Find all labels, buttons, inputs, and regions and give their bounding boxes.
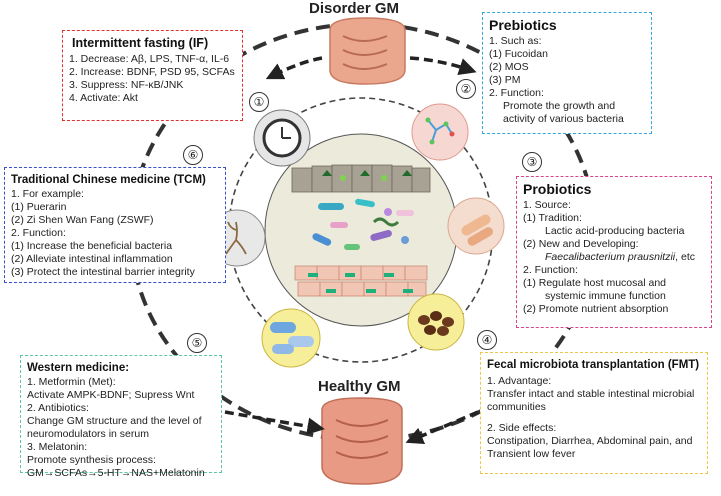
fmt-icon [407, 293, 465, 351]
step-number-2: ② [456, 79, 476, 99]
arrow-disorder-to-prebiotics [409, 56, 477, 75]
probiotics-title: Probiotics [523, 181, 592, 197]
clock-icon [253, 109, 311, 167]
step-number-4: ④ [477, 330, 497, 350]
probiotics-line: (2) Promote nutrient absorption [523, 303, 669, 315]
prebiotics-line: (2) MOS [489, 61, 529, 73]
fmt-line: communities [487, 401, 546, 413]
if-line: 1. Decrease: Aβ, LPS, TNF-α, IL-6 [69, 53, 230, 65]
central-gut-illustration [264, 133, 458, 327]
disorder-gm-title: Disorder GM [309, 0, 400, 17]
bacteria-rod [370, 230, 392, 241]
probiotics-line: 2. Function: [523, 264, 578, 276]
prebiotics-function-line: activity of various bacteria [503, 113, 624, 125]
tcm-line: (2) Alleviate intestinal inflammation [11, 253, 173, 265]
probiotics-line: Faecalibacterium prausnitzii, etc [523, 251, 705, 264]
western-line: 3. Melatonin: [27, 441, 88, 453]
western-line: 1. Metformin (Met): [27, 376, 116, 388]
bacteria-coccus [384, 208, 392, 216]
healthy-gm-title: Healthy GM [318, 378, 401, 395]
if-line: 4. Activate: Akt [69, 92, 138, 104]
step-number-5: ⑤ [187, 333, 207, 353]
step-number-6: ⑥ [183, 145, 203, 165]
tcm-line: (1) Puerarin [11, 201, 67, 213]
bacteria-rod [355, 198, 375, 208]
bacteria-rod [344, 244, 360, 250]
arrow-disorder-to-if [265, 56, 323, 80]
prebiotics-box: Prebiotics 1. Such as: (1) Fucoidan (2) … [482, 12, 652, 134]
if-title: Intermittent fasting (IF) [72, 36, 209, 50]
fmt-title: Fecal microbiota transplantation (FMT) [487, 359, 700, 371]
western-line: Promote synthesis process: [27, 454, 156, 466]
probiotics-box: Probiotics 1. Source: (1) Tradition: Lac… [516, 176, 712, 328]
probiotics-line: (1) Tradition: [523, 212, 582, 224]
tcm-title: Traditional Chinese medicine (TCM) [11, 174, 206, 186]
western-medicine-box: Western medicine: 1. Metformin (Met): Ac… [20, 355, 222, 479]
bacteria-rod [330, 222, 348, 228]
fmt-box: Fecal microbiota transplantation (FMT) 1… [480, 352, 708, 474]
if-line: 2. Increase: BDNF, PSD 95, SCFAs [69, 66, 235, 78]
species-name: Faecalibacterium prausnitzii [545, 251, 676, 263]
intermittent-fasting-box: Intermittent fasting (IF) 1. Decrease: A… [62, 30, 243, 121]
fmt-line: 2. Side effects: [487, 422, 557, 434]
probiotics-line: Lactic acid-producing bacteria [545, 225, 685, 237]
prebiotics-title: Prebiotics [489, 17, 557, 33]
fmt-line: Transfer intact and stable intestinal mi… [487, 388, 695, 400]
tcm-box: Traditional Chinese medicine (TCM) 1. Fo… [4, 167, 226, 283]
probiotics-icon [447, 197, 505, 255]
species-suffix: , etc [675, 251, 695, 263]
bacteria-rod [318, 203, 344, 210]
probiotics-line: 1. Source: [523, 199, 571, 211]
probiotics-line: (1) Regulate host mucosal and [523, 277, 666, 289]
healthy-intestine-icon [321, 397, 403, 485]
prebiotics-line: (3) PM [489, 74, 521, 86]
arrow-fmt-to-healthy [405, 410, 479, 444]
fmt-line: Transient low fever [487, 448, 576, 460]
western-line: 2. Antibiotics: [27, 402, 89, 414]
western-line: Activate AMPK-BDNF; Supress Wnt [27, 389, 195, 401]
disorder-intestine-icon [329, 17, 406, 85]
step-number-1: ① [249, 92, 269, 112]
bacteria-coccus [401, 236, 409, 244]
tcm-line: 1. For example: [11, 188, 84, 200]
western-line: Change GM structure and the level of [27, 415, 202, 427]
bacteria-rod [396, 210, 414, 216]
probiotics-line: systemic immune function [545, 290, 666, 302]
prebiotics-line: 2. Function: [489, 87, 544, 99]
western-line: GM→SCFAs→5-HT→NAS+Melatonin [27, 467, 205, 479]
prebiotics-line: 1. Such as: [489, 35, 542, 47]
pills-icon [261, 308, 321, 368]
bacteria-rod [312, 233, 332, 246]
western-title: Western medicine: [27, 362, 130, 374]
prebiotics-icon [411, 103, 469, 161]
if-line: 3. Suppress: NF-κB/JNK [69, 79, 184, 91]
probiotics-line: (2) New and Developing: [523, 238, 639, 250]
western-line: neuromodulators in serum [27, 428, 149, 440]
fmt-line [487, 414, 701, 422]
fmt-line: Constipation, Diarrhea, Abdominal pain, … [487, 435, 693, 447]
prebiotics-function-line: Promote the growth and [503, 100, 616, 112]
tcm-line: 2. Function: [11, 227, 66, 239]
arrow-western-to-healthy [224, 410, 325, 435]
tcm-line: (1) Increase the beneficial bacteria [11, 240, 173, 252]
prebiotics-line: (1) Fucoidan [489, 48, 548, 60]
tcm-line: (2) Zi Shen Wan Fang (ZSWF) [11, 214, 154, 226]
tcm-line: (3) Protect the intestinal barrier integ… [11, 266, 195, 278]
fmt-line: 1. Advantage: [487, 375, 552, 387]
step-number-3: ③ [522, 152, 542, 172]
